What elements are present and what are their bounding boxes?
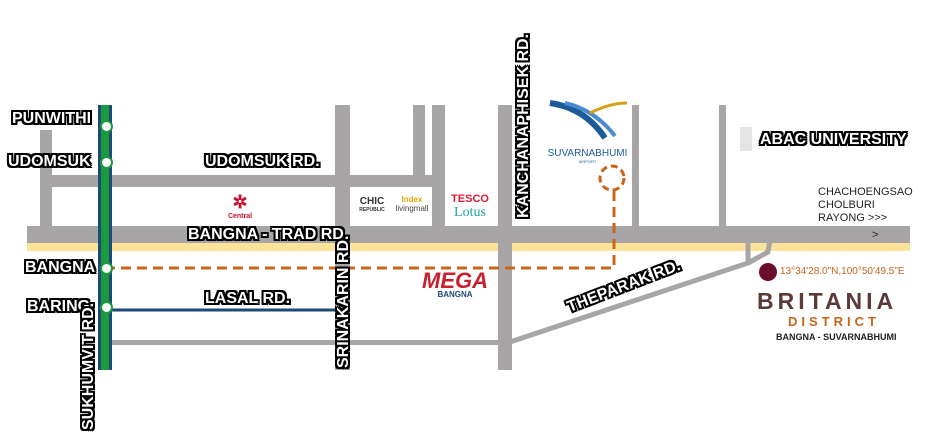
airport-sub: AIRPORT bbox=[578, 159, 597, 164]
airport-location-marker bbox=[598, 164, 626, 192]
station-label: BANGNA bbox=[25, 259, 96, 276]
suvarnabhumi-logo: SUVARNABHUMI AIRPORT bbox=[545, 98, 630, 178]
udomsuk-road-label: UDOMSUK RD. bbox=[205, 153, 320, 170]
road-segment bbox=[719, 105, 726, 230]
theparak-branch bbox=[746, 239, 773, 266]
bangna-trad-label: BANGNA - TRAD RD. bbox=[188, 226, 349, 243]
direction-line: RAYONG >>> bbox=[818, 212, 888, 224]
bangna-trad-road bbox=[27, 226, 910, 243]
project-sub: DISTRICT bbox=[788, 314, 880, 329]
route-to-airport bbox=[105, 190, 616, 270]
road-segment bbox=[632, 105, 639, 230]
kanchanaphisek-label: KANCHANAPHISEK RD. bbox=[515, 33, 532, 218]
project-coordinates: 13°34'28.0"N,100°50'49.5"E bbox=[780, 266, 905, 277]
road-segment bbox=[432, 105, 445, 230]
direction-line: CHACHOENGSAO bbox=[818, 186, 913, 198]
station-label: BARING bbox=[27, 298, 91, 315]
central-logo: ✲Central bbox=[225, 188, 255, 224]
expressway-strip bbox=[27, 243, 910, 251]
station-label: PUNWITHI bbox=[12, 110, 92, 127]
station-punwithi bbox=[100, 120, 113, 133]
lasal-label: LASAL RD. bbox=[205, 290, 291, 307]
airport-wings-icon bbox=[549, 100, 628, 140]
station-bangna bbox=[100, 262, 113, 275]
project-marker bbox=[759, 263, 777, 281]
road-segment bbox=[413, 105, 425, 185]
kanchanaphisek-road bbox=[498, 105, 512, 370]
station-baring bbox=[100, 301, 113, 314]
project-name: BRITANIA bbox=[757, 288, 898, 314]
station-udomsuk bbox=[100, 156, 113, 169]
sukhumvit-label: SUKHUMVIT RD. bbox=[80, 302, 97, 430]
direction-arrow: > bbox=[872, 229, 879, 241]
abac-marker bbox=[740, 127, 752, 151]
srinakarin-label: SRINAKARIN RD. bbox=[335, 235, 352, 368]
bottom-road bbox=[110, 340, 510, 345]
airport-name: SUVARNABHUMI bbox=[547, 148, 628, 159]
abac-label: ABAC UNIVERSITY bbox=[760, 131, 907, 148]
station-label: UDOMSUK bbox=[8, 153, 91, 170]
srinakarin-road bbox=[335, 105, 350, 370]
direction-line: CHOLBURI bbox=[818, 199, 875, 211]
project-location: BANGNA - SUVARNABHUMI bbox=[776, 332, 897, 342]
